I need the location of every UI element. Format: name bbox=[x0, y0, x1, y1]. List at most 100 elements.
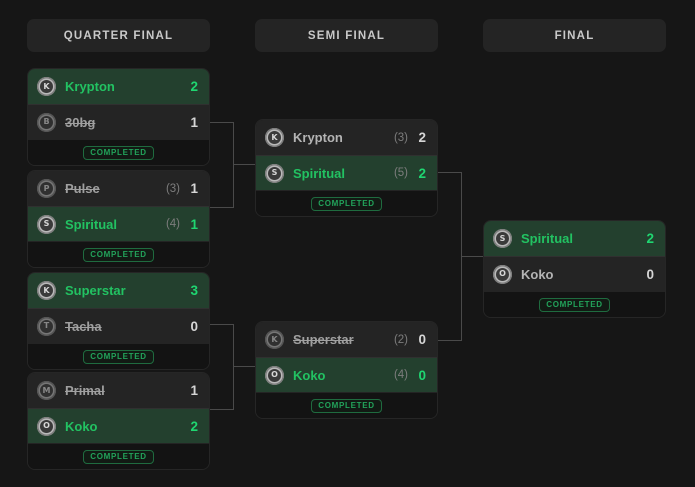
round-header-quarter-final: QUARTER FINAL bbox=[27, 19, 210, 52]
match-card-final[interactable]: S Spiritual 2 O Koko 0 COMPLETED bbox=[483, 220, 666, 318]
match-footer: COMPLETED bbox=[256, 392, 437, 418]
match-card-sf1[interactable]: K Krypton (3) 2 S Spiritual (5) 2 COMPLE… bbox=[255, 119, 438, 217]
team-row[interactable]: P Pulse (3) 1 bbox=[28, 171, 209, 206]
team-name: Primal bbox=[65, 383, 105, 398]
match-card-qf1[interactable]: K Krypton 2 B 30bg 1 COMPLETED bbox=[27, 68, 210, 166]
team-row[interactable]: K Superstar (2) 0 bbox=[256, 322, 437, 357]
team-name: Tacha bbox=[65, 318, 102, 334]
team-score: 1 bbox=[190, 383, 198, 398]
team-name: Superstar bbox=[293, 332, 354, 347]
status-badge: COMPLETED bbox=[83, 247, 154, 262]
bracket-connector bbox=[233, 164, 255, 165]
krypton-logo-icon: K bbox=[265, 128, 284, 147]
bracket-connector bbox=[210, 409, 234, 410]
tacha-logo-icon: T bbox=[37, 316, 56, 336]
bracket-connector bbox=[438, 340, 462, 341]
team-name: Koko bbox=[65, 418, 98, 434]
team-row[interactable]: M Primal 1 bbox=[28, 373, 209, 408]
team-name: Spiritual bbox=[521, 231, 574, 246]
pulse-logo-icon: P bbox=[37, 179, 56, 198]
team-name: Krypton bbox=[65, 79, 115, 94]
spiritual-logo-icon: S bbox=[493, 229, 512, 248]
status-badge: COMPLETED bbox=[83, 449, 154, 464]
team-score: 1 bbox=[190, 114, 198, 130]
team-score: 3 bbox=[190, 283, 198, 298]
team-row[interactable]: S Spiritual (4) 1 bbox=[28, 206, 209, 241]
30bg-logo-icon: B bbox=[37, 112, 56, 132]
team-score: 2 bbox=[190, 418, 198, 434]
bracket-connector bbox=[233, 122, 234, 208]
bracket-connector bbox=[461, 256, 483, 257]
spiritual-logo-icon: S bbox=[37, 214, 56, 234]
team-score: 0 bbox=[418, 332, 426, 347]
team-name: Superstar bbox=[65, 283, 126, 298]
krypton-logo-icon: K bbox=[37, 77, 56, 96]
team-row[interactable]: K Superstar 3 bbox=[28, 273, 209, 308]
team-name: 30bg bbox=[65, 114, 96, 130]
team-row[interactable]: O Koko (4) 0 bbox=[256, 357, 437, 392]
bracket-connector bbox=[233, 324, 234, 410]
match-card-qf2[interactable]: P Pulse (3) 1 S Spiritual (4) 1 COMPLETE… bbox=[27, 170, 210, 268]
status-badge: COMPLETED bbox=[311, 196, 382, 211]
status-badge: COMPLETED bbox=[311, 398, 382, 413]
status-badge: COMPLETED bbox=[83, 145, 154, 160]
team-score: 2 bbox=[418, 165, 426, 181]
koko-logo-icon: O bbox=[37, 416, 56, 436]
team-row[interactable]: O Koko 2 bbox=[28, 408, 209, 443]
team-name: Spiritual bbox=[65, 216, 118, 232]
team-score: 0 bbox=[646, 266, 654, 282]
superstar-logo-icon: K bbox=[265, 330, 284, 349]
team-row[interactable]: S Spiritual 2 bbox=[484, 221, 665, 256]
koko-logo-icon: O bbox=[265, 365, 284, 385]
team-row[interactable]: B 30bg 1 bbox=[28, 104, 209, 139]
spiritual-logo-icon: S bbox=[265, 163, 284, 183]
team-name: Koko bbox=[293, 367, 326, 383]
superstar-logo-icon: K bbox=[37, 281, 56, 300]
team-score: 0 bbox=[190, 318, 198, 334]
match-card-qf4[interactable]: M Primal 1 O Koko 2 COMPLETED bbox=[27, 372, 210, 470]
team-name: Spiritual bbox=[293, 165, 346, 181]
team-seed: (4) bbox=[393, 369, 408, 381]
team-row[interactable]: S Spiritual (5) 2 bbox=[256, 155, 437, 190]
team-name: Krypton bbox=[293, 130, 343, 145]
bracket-connector bbox=[233, 366, 255, 367]
status-badge: COMPLETED bbox=[83, 349, 154, 364]
round-header-label: SEMI FINAL bbox=[307, 29, 386, 42]
round-header-label: QUARTER FINAL bbox=[63, 29, 174, 42]
team-seed: (4) bbox=[165, 218, 180, 230]
round-header-label: FINAL bbox=[554, 29, 595, 42]
team-row[interactable]: K Krypton (3) 2 bbox=[256, 120, 437, 155]
team-score: 0 bbox=[418, 367, 426, 383]
bracket-connector bbox=[210, 122, 234, 123]
team-score: 2 bbox=[190, 79, 198, 94]
primal-logo-icon: M bbox=[37, 381, 56, 400]
team-score: 1 bbox=[190, 181, 198, 196]
team-seed: (3) bbox=[393, 131, 408, 144]
team-score: 1 bbox=[190, 216, 198, 232]
team-score: 2 bbox=[646, 231, 654, 246]
team-seed: (5) bbox=[393, 167, 408, 179]
match-footer: COMPLETED bbox=[484, 291, 665, 317]
team-name: Pulse bbox=[65, 181, 100, 196]
match-footer: COMPLETED bbox=[256, 190, 437, 216]
match-footer: COMPLETED bbox=[28, 443, 209, 469]
team-row[interactable]: T Tacha 0 bbox=[28, 308, 209, 343]
round-header-semi-final: SEMI FINAL bbox=[255, 19, 438, 52]
match-footer: COMPLETED bbox=[28, 241, 209, 267]
bracket-connector bbox=[210, 324, 234, 325]
round-header-final: FINAL bbox=[483, 19, 666, 52]
bracket-connector bbox=[210, 207, 234, 208]
koko-logo-icon: O bbox=[493, 264, 512, 284]
team-seed: (2) bbox=[393, 333, 408, 346]
team-seed: (3) bbox=[165, 182, 180, 195]
match-footer: COMPLETED bbox=[28, 139, 209, 165]
status-badge: COMPLETED bbox=[539, 297, 610, 312]
match-card-sf2[interactable]: K Superstar (2) 0 O Koko (4) 0 COMPLETED bbox=[255, 321, 438, 419]
team-row[interactable]: O Koko 0 bbox=[484, 256, 665, 291]
team-score: 2 bbox=[418, 130, 426, 145]
team-name: Koko bbox=[521, 266, 554, 282]
match-card-qf3[interactable]: K Superstar 3 T Tacha 0 COMPLETED bbox=[27, 272, 210, 370]
team-row[interactable]: K Krypton 2 bbox=[28, 69, 209, 104]
bracket-connector bbox=[438, 172, 462, 173]
